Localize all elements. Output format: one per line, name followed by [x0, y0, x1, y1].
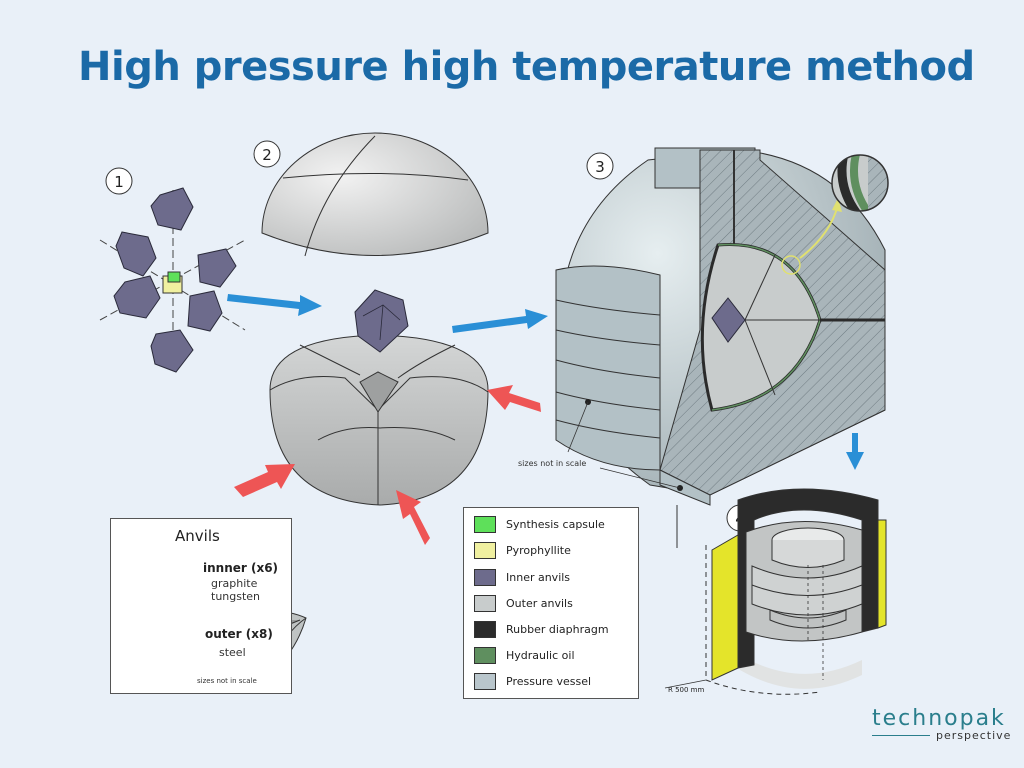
arrow-step1-to-step2: [227, 294, 322, 316]
anvils-info-box: Anvils innner (x6) graphite tungsten out…: [110, 518, 292, 694]
legend-label: Pyrophyllite: [506, 543, 571, 557]
step3-pressure-vessel: [555, 147, 886, 506]
legend-label: Rubber diaphragm: [506, 622, 609, 636]
yellow-liner-left: [711, 534, 739, 681]
legend-item-inner-anvils: Inner anvils: [474, 567, 570, 587]
legend-label: Inner anvils: [506, 570, 571, 584]
yellow-liner-right: [877, 519, 887, 629]
arrow-step3-to-step4: [846, 433, 864, 470]
inner-anvil-lower-left: [113, 275, 161, 319]
legend-swatch: [474, 568, 496, 586]
legend-swatch: [474, 672, 496, 690]
color-legend: Synthesis capsule Pyrophyllite Inner anv…: [463, 507, 639, 699]
legend-swatch: [474, 620, 496, 638]
legend-item-pyrophyllite: Pyrophyllite: [474, 540, 571, 560]
scale-note: sizes not in scale: [518, 399, 683, 548]
radius-label: R 500 mm: [668, 686, 704, 694]
legend-swatch: [474, 646, 496, 664]
step-number-1: 1: [105, 167, 133, 195]
inner-anvil-label: innner (x6): [203, 561, 279, 575]
legend-swatch: [474, 515, 496, 533]
legend-swatch: [474, 541, 496, 559]
lower-hemisphere: [269, 334, 489, 506]
legend-label: Synthesis capsule: [506, 517, 605, 531]
inner-anvil-upper-right: [197, 248, 237, 288]
inner-anvil-in-vessel: [711, 297, 746, 343]
brand-tagline: perspective: [936, 729, 1012, 742]
legend-swatch: [474, 594, 496, 612]
outer-anvil-material: steel: [219, 646, 246, 659]
step-number-1-label: 1: [114, 173, 124, 191]
inner-anvil-lower-right: [187, 290, 223, 332]
step-number-3: 3: [586, 152, 614, 180]
zoom-detail: [781, 154, 889, 275]
inner-anvil-top: [150, 187, 194, 231]
brand-logo-text: technopak: [872, 706, 1006, 731]
step-number-2-label: 2: [262, 146, 272, 164]
anvils-box-note: sizes not in scale: [197, 677, 257, 685]
step2-outer-anvils-group: [261, 132, 489, 506]
synthesis-capsule: [167, 271, 181, 283]
upper-hemisphere: [261, 132, 489, 256]
step-number-3-label: 3: [595, 158, 605, 176]
red-arrow-bottom: [396, 490, 430, 545]
arrow-step2-to-step3: [452, 309, 548, 333]
legend-label: Pressure vessel: [506, 674, 592, 688]
step-number-2: 2: [253, 140, 281, 168]
legend-item-pressure-vessel: Pressure vessel: [474, 671, 591, 691]
page-title: High pressure high temperature method: [78, 44, 975, 90]
red-arrow-right: [487, 385, 541, 412]
legend-item-outer-anvils: Outer anvils: [474, 593, 573, 613]
red-arrow-left: [234, 464, 295, 497]
step1-inner-anvils-group: [99, 187, 246, 373]
step4-split-cylinder: R 500 mm: [664, 488, 887, 695]
outer-anvil-label: outer (x8): [205, 627, 273, 641]
anvils-box-title: Anvils: [175, 527, 220, 545]
inner-anvil-material-1: graphite: [211, 577, 258, 590]
legend-label: Hydraulic oil: [506, 648, 575, 662]
legend-label: Outer anvils: [506, 596, 573, 610]
inner-anvil-material-2: tungsten: [211, 590, 261, 603]
brand-divider: [872, 735, 930, 736]
legend-item-synthesis-capsule: Synthesis capsule: [474, 514, 605, 534]
legend-item-hydraulic-oil: Hydraulic oil: [474, 645, 575, 665]
scale-note-text: sizes not in scale: [518, 459, 586, 468]
inner-anvil-bottom: [150, 329, 194, 373]
inner-anvil-upper-left: [115, 231, 157, 277]
legend-item-rubber-diaphragm: Rubber diaphragm: [474, 619, 609, 639]
